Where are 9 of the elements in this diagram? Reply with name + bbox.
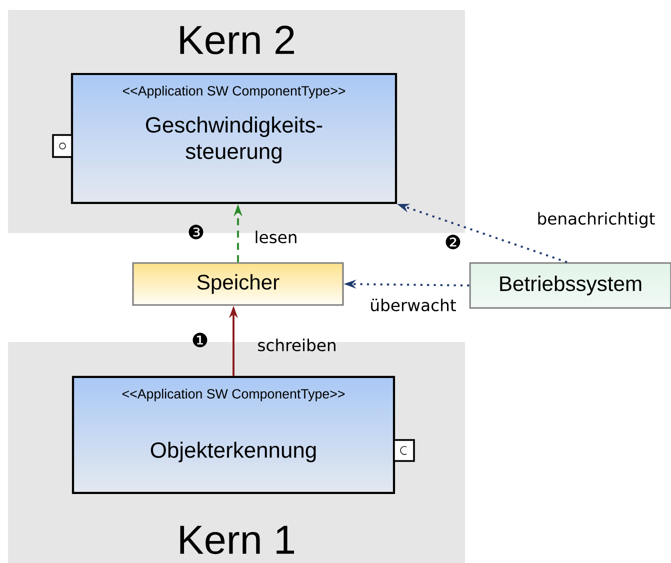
memory-box: Speicher [132, 262, 344, 306]
system-box: Betriebssystem [469, 262, 671, 309]
edge-label: überwacht [371, 298, 456, 312]
edge-label: benachrichtigt [538, 212, 655, 228]
edge-label: schreiben [258, 338, 336, 352]
component-box: <<Application SW ComponentType>> Geschwindigkeits- steuerung [70, 72, 398, 204]
component-box: <<Application SW ComponentType>> Objekterkennung [72, 376, 396, 494]
step-number: ❷ [446, 234, 460, 250]
edge-label: lesen [256, 230, 296, 244]
